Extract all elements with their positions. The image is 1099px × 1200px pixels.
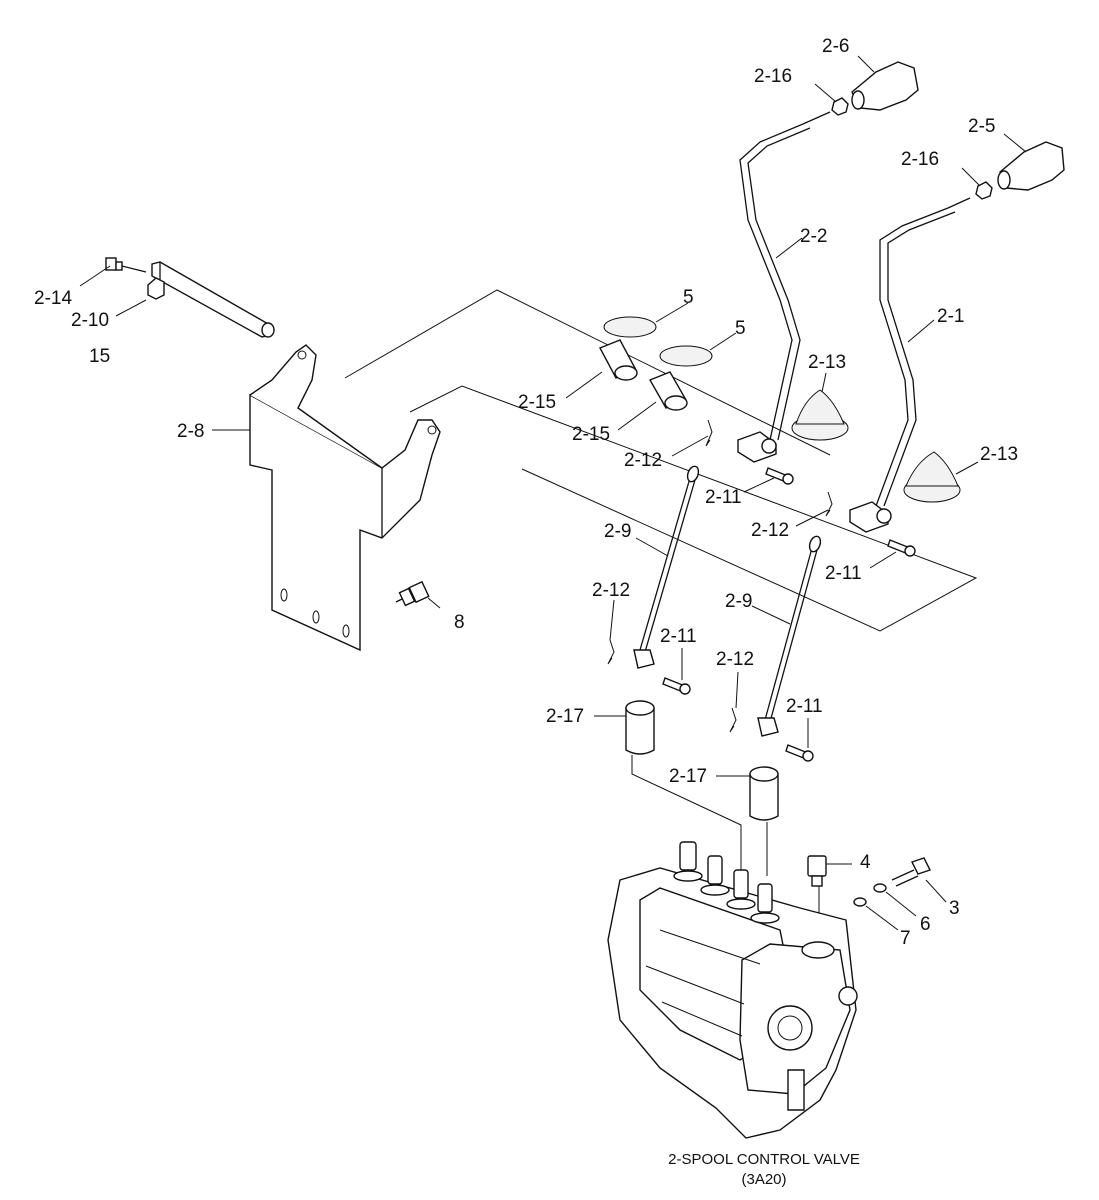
nut-2-16b: [975, 181, 993, 200]
bolt-2-14: [105, 257, 147, 273]
label-2-16a: 2-16: [754, 66, 792, 87]
label-2-12b: 2-12: [751, 520, 789, 541]
label-2-12d: 2-12: [716, 649, 754, 670]
washer-7: [853, 897, 867, 907]
label-2-2: 2-2: [800, 226, 827, 247]
rod-2-9b: [757, 535, 822, 737]
label-2-9a: 2-9: [604, 521, 631, 542]
label-2-15a: 2-15: [518, 392, 556, 413]
leader-lines: [79, 55, 1027, 931]
label-8: 8: [454, 612, 465, 633]
control-valve: [607, 841, 858, 1139]
knob-2-5: [997, 141, 1065, 191]
label-6: 6: [920, 914, 931, 935]
rod-2-9a: [633, 465, 700, 669]
label-2-6: 2-6: [822, 36, 849, 57]
bolt-3: [891, 857, 931, 887]
boot-2-13a: [791, 389, 849, 441]
label-2-11d: 2-11: [786, 696, 823, 717]
washer-6: [873, 883, 887, 893]
mounting-bracket: [249, 344, 441, 652]
part-labels: 2-6 2-16 2-5 2-16 2-2 2-1 2-14 2-10 15 5…: [34, 36, 1018, 949]
nut-2-16a: [831, 97, 849, 116]
label-2-8: 2-8: [177, 421, 204, 442]
pivot-shaft: [147, 261, 275, 338]
label-2-9b: 2-9: [725, 591, 752, 612]
label-2-11c: 2-11: [660, 626, 697, 647]
label-2-12a: 2-12: [624, 450, 662, 471]
label-2-14: 2-14: [34, 288, 72, 309]
boot-2-13b: [903, 451, 961, 503]
label-2-12c: 2-12: [592, 580, 630, 601]
label-2-10: 2-10: [71, 310, 109, 331]
label-5b: 5: [735, 318, 746, 339]
lever-2-1: [849, 197, 971, 533]
label-2-13b: 2-13: [980, 444, 1018, 465]
label-2-17b: 2-17: [669, 766, 707, 787]
caption: 2-SPOOL CONTROL VALVE (3A20): [668, 1151, 860, 1188]
label-15: 15: [89, 346, 110, 367]
boot-2-17b: [749, 766, 779, 821]
label-2-13a: 2-13: [808, 352, 846, 373]
label-2-11a: 2-11: [705, 487, 742, 508]
label-7: 7: [900, 928, 911, 949]
boot-2-17a: [625, 700, 655, 755]
label-2-11b: 2-11: [825, 563, 862, 584]
caption-line-1: 2-SPOOL CONTROL VALVE: [668, 1151, 860, 1168]
cotter-pins-2-12: [607, 419, 833, 733]
label-2-17a: 2-17: [546, 706, 584, 727]
label-4: 4: [860, 852, 871, 873]
bushings-2-15: [599, 339, 688, 411]
knob-2-6: [851, 61, 919, 111]
label-5a: 5: [683, 287, 694, 308]
caps-5: [603, 316, 713, 367]
fitting-4: [807, 855, 827, 887]
lever-2-2: [737, 111, 831, 463]
label-3: 3: [949, 898, 960, 919]
label-2-1: 2-1: [937, 306, 964, 327]
label-2-5: 2-5: [968, 116, 995, 137]
caption-line-2: (3A20): [741, 1171, 786, 1188]
bolt-8: [395, 580, 430, 607]
label-2-15b: 2-15: [572, 424, 610, 445]
pins-2-11: [662, 467, 916, 762]
label-2-16b: 2-16: [901, 149, 939, 170]
